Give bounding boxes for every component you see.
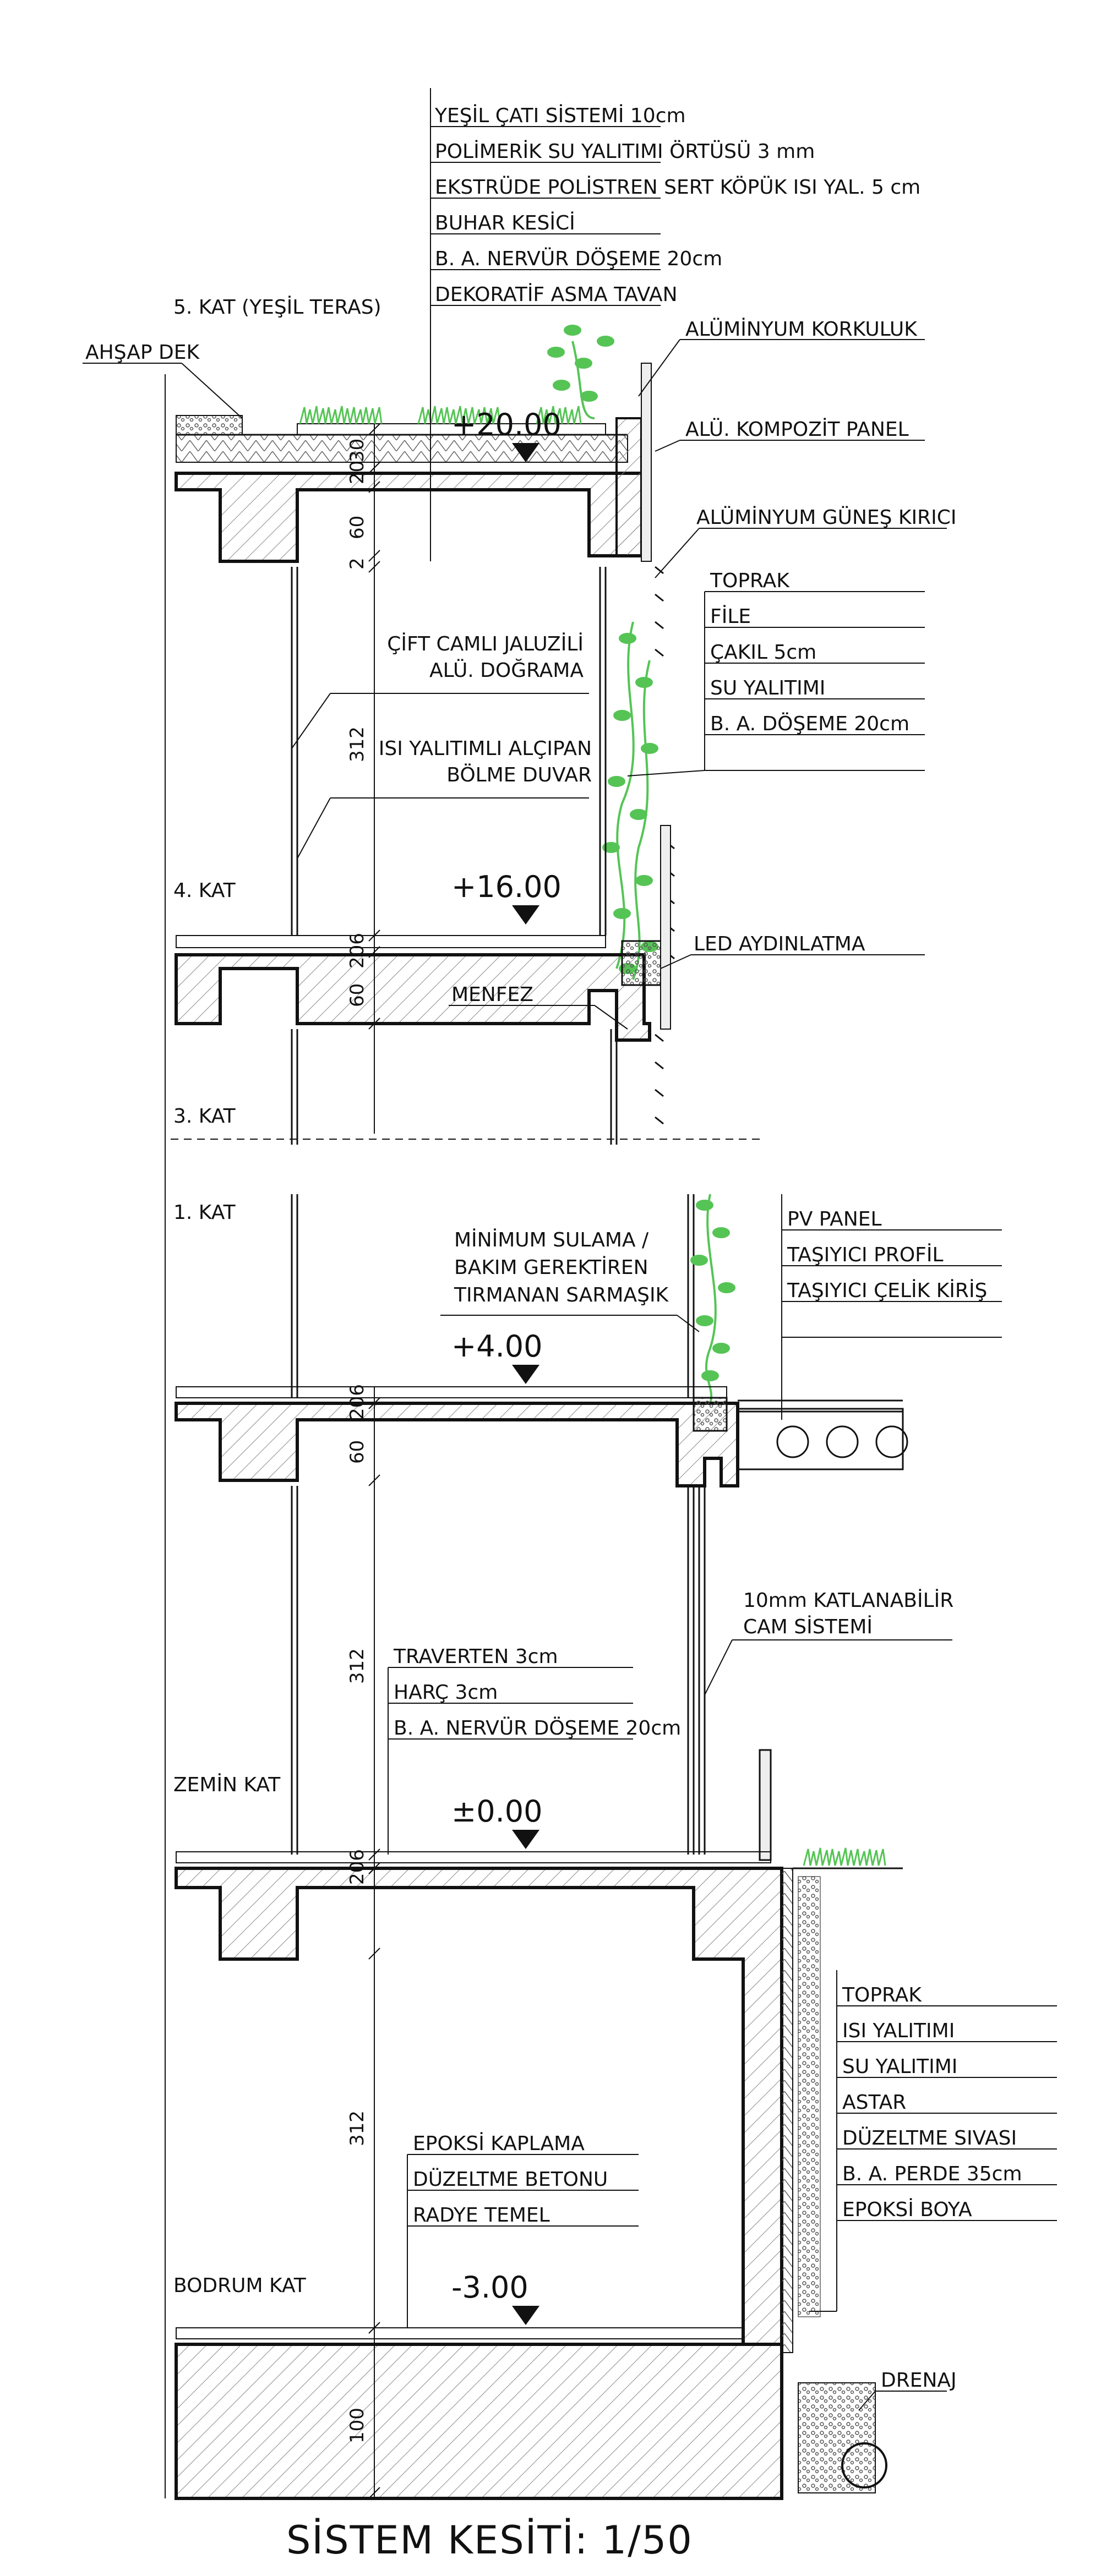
deck-label: AHŞAP DEK xyxy=(85,341,200,364)
roof-grass xyxy=(299,406,582,424)
dim-206-upper: 206 xyxy=(346,933,368,969)
climbing-plant-lower xyxy=(690,1194,735,1404)
sun-breaker-label: ALÜMİNYUM GÜNEŞ KIRICI xyxy=(696,506,957,529)
basement-floor-layer-labels: EPOKSİ KAPLAMA DÜZELTME BETONU RADYE TEM… xyxy=(413,2132,608,2227)
glass-label-2: CAM SİSTEMİ xyxy=(743,1615,873,1638)
ivy-label-2: BAKIM GEREKTİREN xyxy=(454,1256,648,1279)
retaining-wall-layer-labels: TOPRAK ISI YALITIMI SU YALITIMI ASTAR DÜ… xyxy=(842,1984,1022,2221)
railing-label: ALÜMİNYUM KORKULUK xyxy=(685,318,918,341)
ground-gravel xyxy=(798,1876,821,2317)
floor4-label: 4. KAT xyxy=(173,879,236,902)
roof-slab xyxy=(175,472,651,563)
climbing-plant-upper xyxy=(547,325,658,980)
floor1-label: 1. KAT xyxy=(173,1201,236,1224)
window-label-1: ÇİFT CAMLI JALUZİLİ xyxy=(387,632,584,655)
lower-columns xyxy=(291,1194,706,1855)
floor1-slab xyxy=(175,1386,739,1487)
wall-layer-2: ISI YALITIMI xyxy=(842,2020,955,2042)
folding-glass xyxy=(698,1486,772,1861)
roof-layer-2: POLİMERİK SU YALITIMI ÖRTÜSÜ 3 mm xyxy=(435,140,815,163)
basement-raft xyxy=(175,2327,887,2500)
upper-columns xyxy=(291,567,618,1145)
floor5-label: 5. KAT (YEŞİL TERAS) xyxy=(173,296,381,319)
partition-label-2: BÖLME DUVAR xyxy=(446,763,592,786)
dim-30: 30 xyxy=(346,439,368,462)
level-roof: +20.00 xyxy=(451,407,562,442)
dim-20: 20 xyxy=(346,461,368,484)
roof-layer-3: EKSTRÜDE POLİSTREN SERT KÖPÜK ISI YAL. 5… xyxy=(435,176,920,199)
basement-label: BODRUM KAT xyxy=(173,2274,307,2297)
ground-floor-layer-2: HARÇ 3cm xyxy=(394,1681,498,1704)
basement-layer-2: DÜZELTME BETONU xyxy=(413,2168,608,2191)
planter-layer-5: B. A. DÖŞEME 20cm xyxy=(710,712,909,735)
roof-layer-6: DEKORATİF ASMA TAVAN xyxy=(435,283,678,306)
planter-layer-4: SU YALITIMI xyxy=(710,677,825,699)
pv-layer-2: TAŞIYICI PROFİL xyxy=(787,1243,944,1266)
ground-floor-layer-3: B. A. NERVÜR DÖŞEME 20cm xyxy=(394,1716,681,1740)
planter-layer-2: FİLE xyxy=(710,605,751,628)
ground-grass xyxy=(803,1847,886,1866)
dim-60-upper: 60 xyxy=(346,983,368,1007)
level-basement: -3.00 xyxy=(451,2270,528,2305)
roof-finish xyxy=(176,415,628,463)
dim-60-f1: 60 xyxy=(346,1440,368,1464)
basement-layer-3: RADYE TEMEL xyxy=(413,2204,550,2227)
wall-layer-3: SU YALITIMI xyxy=(842,2055,957,2078)
ground-slab xyxy=(175,1851,793,2353)
wall-layer-5: DÜZELTME SIVASI xyxy=(842,2126,1017,2150)
level-floor1: +4.00 xyxy=(451,1329,542,1364)
wall-layer-4: ASTAR xyxy=(842,2091,906,2114)
roof-layer-1: YEŞİL ÇATI SİSTEMİ 10cm xyxy=(434,104,686,127)
pv-beam xyxy=(737,1399,908,1470)
dimension-lines xyxy=(165,374,380,2499)
pv-layer-3: TAŞIYICI ÇELİK KİRİŞ xyxy=(787,1279,987,1302)
dim-60: 60 xyxy=(346,516,368,539)
ivy-label-1: MİNİMUM SULAMA / xyxy=(454,1228,649,1251)
partition-label-1: ISI YALITIMLI ALÇIPAN xyxy=(379,737,592,760)
dim-206-f1: 206 xyxy=(346,1384,368,1420)
ground-floor-layer-1: TRAVERTEN 3cm xyxy=(393,1645,558,1668)
leader-lines xyxy=(83,88,1057,2411)
planter-layer-1: TOPRAK xyxy=(710,570,790,592)
pv-layer-1: PV PANEL xyxy=(787,1208,882,1230)
led-label: LED AYDINLATMA xyxy=(694,933,865,955)
level-floor4: +16.00 xyxy=(451,869,562,904)
floor4-slab xyxy=(175,825,671,1042)
floor3-label: 3. KAT xyxy=(173,1105,236,1128)
composite-panel-label: ALÜ. KOMPOZİT PANEL xyxy=(685,418,909,441)
wall-layer-6: B. A. PERDE 35cm xyxy=(842,2163,1022,2185)
drain-label: DRENAJ xyxy=(881,2369,957,2392)
vent-label: MENFEZ xyxy=(451,983,533,1006)
wall-layer-7: EPOKSİ BOYA xyxy=(842,2198,972,2221)
composite-panel xyxy=(641,363,652,562)
basement-layer-1: EPOKSİ KAPLAMA xyxy=(413,2132,585,2155)
planter-layer-labels: TOPRAK FİLE ÇAKIL 5cm SU YALITIMI B. A. … xyxy=(710,570,909,735)
ground-floor-label: ZEMİN KAT xyxy=(173,1773,281,1796)
dim-312-lower: 312 xyxy=(346,2110,368,2146)
dim-100: 100 xyxy=(346,2408,368,2443)
ivy-label-3: TIRMANAN SARMAŞIK xyxy=(454,1284,669,1306)
dim-312-mid: 312 xyxy=(346,1648,368,1684)
roof-layer-labels: YEŞİL ÇATI SİSTEMİ 10cm POLİMERİK SU YAL… xyxy=(434,104,920,306)
wall-layer-1: TOPRAK xyxy=(842,1984,922,2006)
glass-label-1: 10mm KATLANABİLİR xyxy=(743,1589,953,1612)
ground-floor-layer-labels: TRAVERTEN 3cm HARÇ 3cm B. A. NERVÜR DÖŞE… xyxy=(393,1645,681,1740)
drawing-title: SİSTEM KESİTİ: 1/50 xyxy=(286,2518,693,2563)
dim-312-upper: 312 xyxy=(346,726,368,762)
parapet xyxy=(615,417,642,557)
level-markers xyxy=(512,443,539,2325)
level-ground: ±0.00 xyxy=(451,1794,542,1829)
dim-2: 2 xyxy=(346,557,368,570)
roof-layer-5: B. A. NERVÜR DÖŞEME 20cm xyxy=(435,247,722,270)
window-label-2: ALÜ. DOĞRAMA xyxy=(429,659,584,682)
dim-206-ground: 206 xyxy=(346,1849,368,1885)
planter-layer-3: ÇAKIL 5cm xyxy=(710,641,816,664)
pv-layer-labels: PV PANEL TAŞIYICI PROFİL TAŞIYICI ÇELİK … xyxy=(787,1208,987,1302)
roof-layer-4: BUHAR KESİCİ xyxy=(435,211,575,234)
